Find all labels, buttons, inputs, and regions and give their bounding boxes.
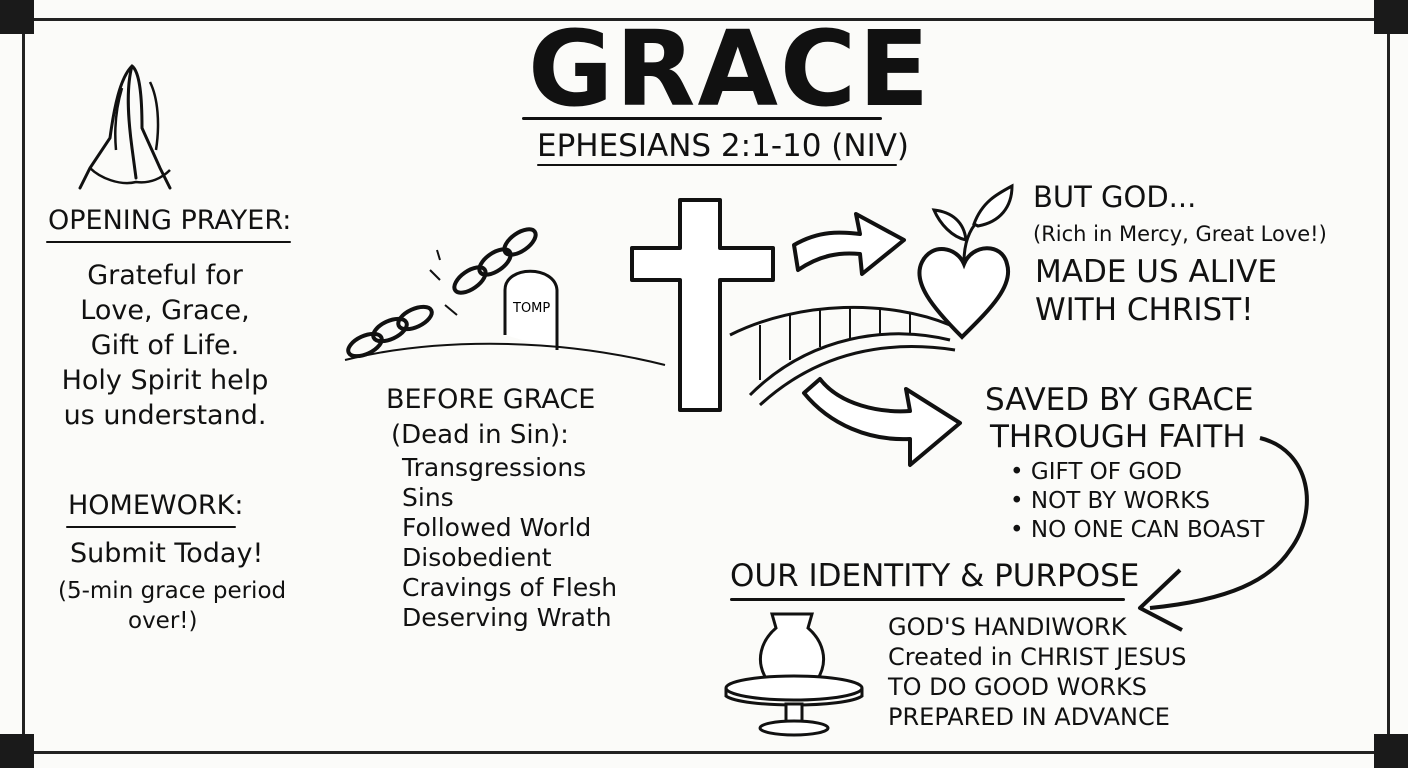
- prayer-line: Gift of Life.: [90, 330, 240, 361]
- whiteboard-frame: [22, 18, 1390, 754]
- prayer-line: Holy Spirit help: [61, 365, 269, 396]
- heading-underline: [46, 241, 291, 243]
- prayer-line: Love, Grace,: [80, 295, 250, 326]
- but-god-sub: (Rich in Mercy, Great Love!): [1033, 222, 1327, 246]
- heart-sprout-icon: [917, 183, 1014, 340]
- prayer-line: Grateful for: [87, 260, 243, 291]
- frame-corner: [0, 734, 34, 768]
- but-god-heading: BUT GOD...: [1033, 180, 1197, 214]
- list-item: Followed World: [402, 513, 592, 542]
- arrow-right-icon: [802, 377, 962, 467]
- made-alive-text: MADE US ALIVE: [1035, 254, 1277, 290]
- before-grace-list: Transgressions Sins Followed World Disob…: [402, 453, 617, 633]
- homework-line: Submit Today!: [70, 538, 264, 569]
- reference-underline: [537, 164, 897, 166]
- opening-prayer-text: Grateful for Love, Grace, Gift of Life. …: [60, 258, 270, 433]
- list-item: Sins: [402, 483, 454, 512]
- bullet-text: NO ONE CAN BOAST: [1030, 517, 1265, 543]
- saved-heading: THROUGH FAITH: [990, 419, 1246, 455]
- frame-corner: [1374, 0, 1408, 34]
- arrow-right-icon: [792, 212, 906, 276]
- prayer-line: us understand.: [63, 400, 267, 431]
- saved-heading: SAVED BY GRACE: [985, 382, 1254, 418]
- bullet-item: • NO ONE CAN BOAST: [1010, 517, 1265, 543]
- before-grace-subheading: (Dead in Sin):: [391, 420, 569, 450]
- homework-heading: HOMEWORK:: [68, 490, 244, 521]
- frame-corner: [0, 0, 34, 34]
- saved-bullets: • GIFT OF GOD • NOT BY WORKS • NO ONE CA…: [1010, 458, 1264, 545]
- list-item: Transgressions: [402, 453, 587, 482]
- bullet-text: NOT BY WORKS: [1030, 488, 1210, 514]
- homework-note: over!): [128, 608, 198, 634]
- heading-underline: [66, 526, 236, 528]
- frame-corner: [1374, 734, 1408, 768]
- made-alive-text: WITH CHRIST!: [1035, 292, 1254, 328]
- tombstone-label: TOMP: [512, 301, 550, 316]
- title-underline: [522, 117, 882, 120]
- list-item: Deserving Wrath: [402, 603, 612, 632]
- bullet-item: • NOT BY WORKS: [1010, 488, 1210, 514]
- bullet-item: • GIFT OF GOD: [1010, 459, 1182, 485]
- list-item: PREPARED IN ADVANCE: [888, 703, 1170, 731]
- page-title: GRACE: [528, 8, 932, 130]
- scripture-reference: EPHESIANS 2:1-10 (NIV): [537, 128, 910, 164]
- bullet-text: GIFT OF GOD: [1030, 459, 1182, 485]
- cross-icon: [630, 198, 775, 412]
- list-item: GOD'S HANDIWORK: [888, 613, 1127, 641]
- list-item: Cravings of Flesh: [402, 573, 618, 602]
- list-item: Created in CHRIST JESUS: [888, 643, 1187, 671]
- praying-hands-icon: [78, 64, 172, 190]
- opening-prayer-heading: OPENING PRAYER:: [48, 205, 292, 236]
- heading-underline: [730, 598, 1125, 601]
- pottery-wheel-icon: [724, 612, 864, 737]
- list-item: Disobedient: [402, 543, 552, 572]
- identity-heading: OUR IDENTITY & PURPOSE: [730, 558, 1140, 594]
- homework-note: (5-min grace period: [58, 578, 287, 604]
- bridge-icon: [729, 305, 956, 407]
- curved-arrow-icon: [1138, 436, 1309, 632]
- identity-list: GOD'S HANDIWORK Created in CHRIST JESUS …: [888, 612, 1186, 732]
- before-grace-heading: BEFORE GRACE: [386, 384, 596, 415]
- list-item: TO DO GOOD WORKS: [888, 673, 1147, 701]
- broken-chain-icon: TOMP: [344, 227, 666, 366]
